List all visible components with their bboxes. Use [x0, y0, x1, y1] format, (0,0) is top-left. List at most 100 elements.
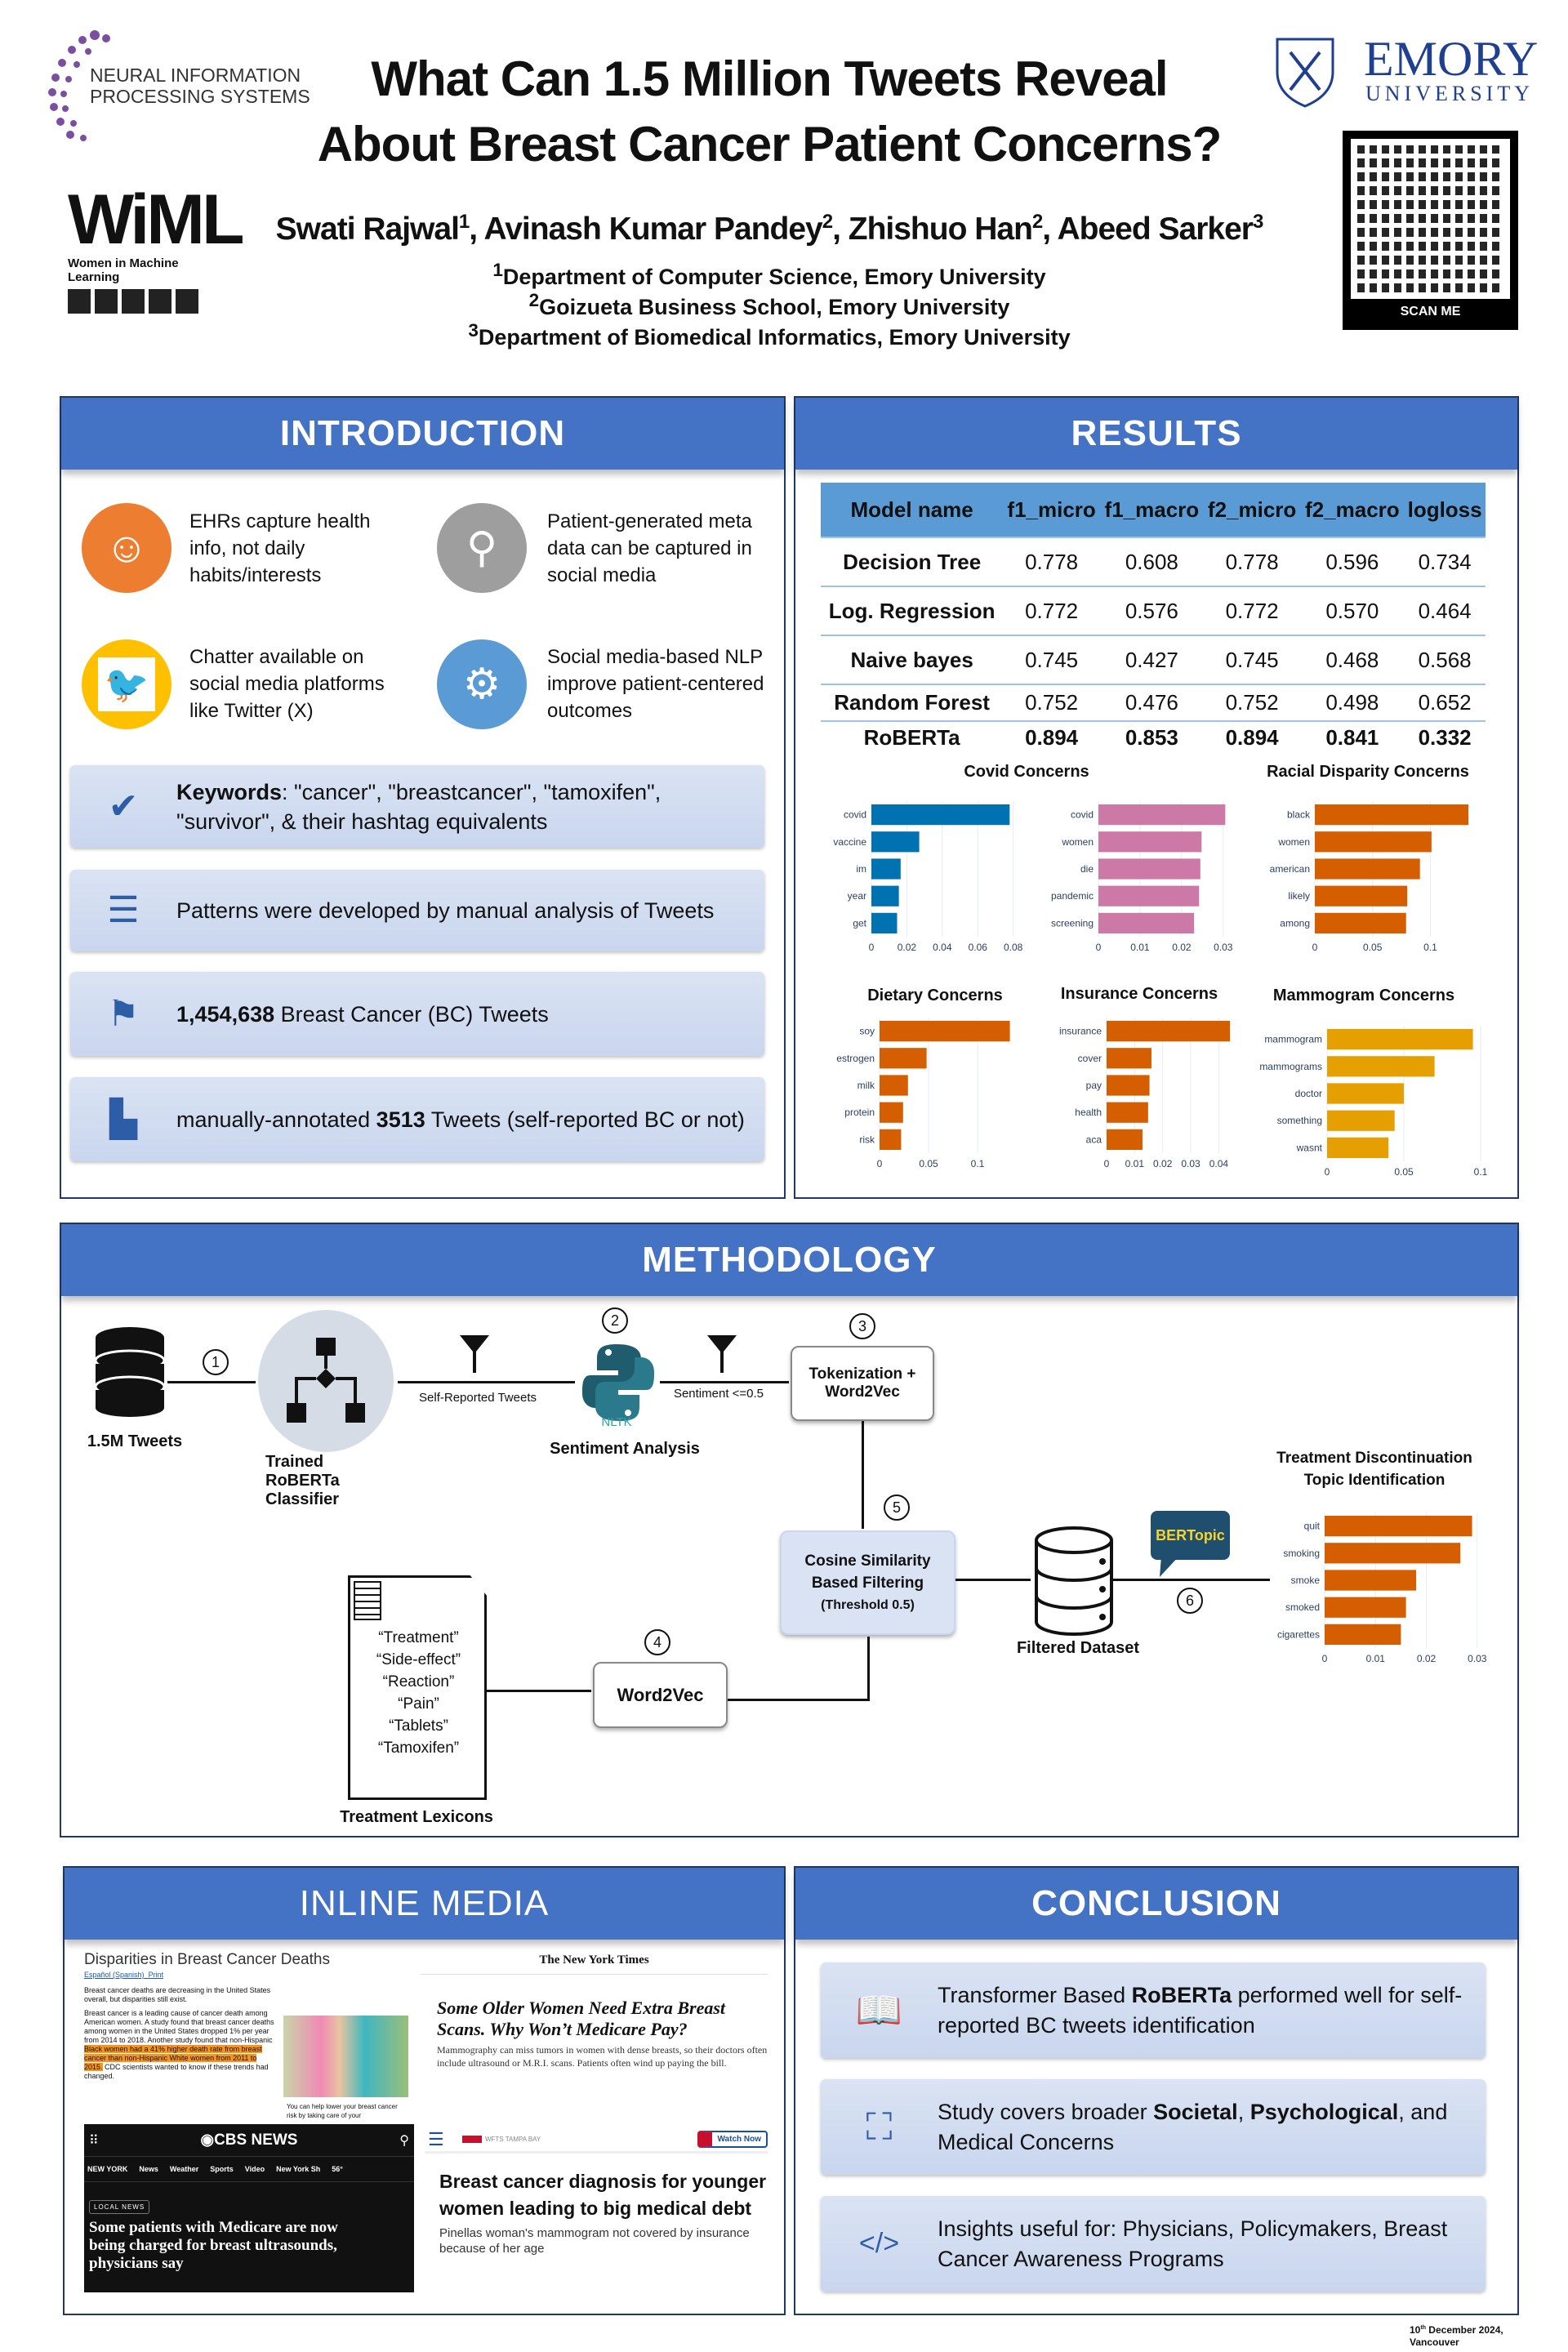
bar [1107, 1102, 1148, 1123]
table-cell: 0.498 [1300, 684, 1405, 721]
grid-menu-icon[interactable]: ⠿ [89, 2133, 99, 2148]
column-header: logloss [1404, 483, 1486, 537]
category-label: aca [1086, 1134, 1102, 1145]
tokenization-box: Tokenization + Word2Vec [791, 1346, 934, 1421]
authors: Swati Rajwal1, Avinash Kumar Pandey2, Zh… [275, 211, 1264, 247]
patterns-text: Patterns were developed by manual analys… [176, 898, 715, 923]
bar [871, 831, 920, 853]
conclusion-text: Transformer Based RoBERTa performed well… [938, 1980, 1486, 2041]
x-tick-label: 0.05 [1363, 942, 1383, 953]
bar [1315, 831, 1432, 853]
lexicon-term: “Side-effect” [376, 1651, 461, 1668]
checkmark-icon: ✔ [108, 786, 139, 826]
print-link[interactable]: Print [148, 1971, 164, 1979]
x-tick-label: 0.1 [971, 1158, 985, 1169]
lexicon-document: “Treatment”“Side-effect”“Reaction”“Pain”… [348, 1575, 487, 1800]
spanish-link[interactable]: Español (Spanish) [84, 1971, 145, 1979]
bar [871, 804, 1010, 826]
bold-text: Societal [1153, 2099, 1238, 2124]
aff-text: Department of Biomedical Informatics, Em… [478, 325, 1071, 350]
lexicons-label: Treatment Lexicons [340, 1808, 493, 1826]
step-1-badge: 1 [203, 1349, 229, 1375]
hamburger-menu-icon[interactable]: ☰ [428, 2128, 444, 2149]
cbs-nav-item[interactable]: 56° [332, 2165, 343, 2173]
cbs-nav-item[interactable]: Weather [169, 2165, 199, 2173]
nyt-summary: Mammography can miss tumors in women wit… [437, 2044, 768, 2069]
x-tick-label: 0.08 [1004, 942, 1023, 953]
category-label: vaccine [833, 836, 866, 848]
arrow-word2vec-cosine-v [867, 1637, 870, 1701]
table-cell: 0.778 [1203, 537, 1301, 586]
tweets-count-text: 1,454,638 Breast Cancer (BC) Tweets [176, 1000, 549, 1029]
x-tick-label: 0 [1322, 1653, 1328, 1664]
x-tick-label: 0 [869, 942, 875, 953]
flag-icon: ⚑ [107, 993, 140, 1034]
aff-sup: 1 [492, 260, 503, 280]
text: , [1237, 2099, 1250, 2124]
x-tick-label: 0.1 [1474, 1166, 1488, 1178]
x-tick-label: 0.03 [1181, 1158, 1200, 1169]
twitter-icon: 🐦 [82, 639, 172, 729]
cbs-nav-item[interactable]: NEW YORK [87, 2165, 128, 2173]
nyt-headline: Some Older Women Need Extra Breast Scans… [437, 1998, 726, 2039]
wiml-icons [68, 289, 223, 314]
x-tick-label: 0.01 [1125, 1158, 1145, 1169]
cbs-nav-item[interactable]: Video [244, 2165, 265, 2173]
bar [871, 858, 901, 880]
category-label: among [1280, 917, 1310, 929]
table-cell: Log. Regression [821, 586, 1004, 635]
search-icon[interactable]: ⚲ [399, 2133, 409, 2148]
bar [1327, 1110, 1395, 1131]
category-label: covid [844, 809, 866, 821]
watch-now-button[interactable]: Watch Now [697, 2131, 768, 2148]
category-label: something [1277, 1115, 1322, 1126]
affiliation-1: 1Department of Computer Science, Emory U… [361, 260, 1178, 290]
x-tick-label: 0.1 [1423, 942, 1437, 953]
table-cell: 0.568 [1404, 635, 1486, 684]
table-cell: RoBERTa [821, 720, 1004, 753]
x-tick-label: 0 [1096, 942, 1102, 953]
date-day: 10 [1410, 2324, 1421, 2336]
table-cell: Naive bayes [821, 635, 1004, 684]
cbs-nav-item[interactable]: News [139, 2165, 158, 2173]
aff-sup: 3 [468, 320, 479, 341]
category-label: milk [858, 1080, 875, 1091]
qr-code[interactable]: SCAN ME [1343, 131, 1518, 330]
category-label: women [1061, 836, 1094, 848]
category-label: likely [1288, 890, 1310, 902]
cbs-article[interactable]: ⠿ ◉CBS NEWS ⚲ NEW YORK News Weather Sports Vid… [84, 2124, 414, 2292]
cbs-brand: ◉CBS NEWS [200, 2132, 298, 2149]
category-label: women [1277, 836, 1310, 848]
annotated-count: 3513 [376, 1107, 425, 1132]
bar [1325, 1570, 1417, 1591]
author: Abeed Sarker [1057, 212, 1254, 247]
wiml-logo-text: WiML [68, 180, 244, 259]
cbs-nav-item[interactable]: Sports [210, 2165, 234, 2173]
bar [1325, 1515, 1472, 1537]
nyt-article[interactable]: The New York Times Some Older Women Need… [421, 1950, 768, 2122]
cbs-nav-item[interactable]: New York Sh [276, 2165, 321, 2173]
column-header: Model name [821, 483, 1004, 537]
treatment-topic-title: Treatment Discontinuation Topic Identifi… [1276, 1450, 1472, 1489]
category-label: protein [844, 1107, 875, 1118]
category-label: insurance [1059, 1026, 1102, 1037]
arrow-4 [487, 1690, 591, 1692]
category-label: im [856, 863, 866, 875]
text: performed well for self-reported BC twee… [938, 1982, 1463, 2038]
bar [1325, 1543, 1461, 1564]
category-label: cigarettes [1277, 1628, 1320, 1640]
bar [880, 1020, 1010, 1042]
cdc-article[interactable]: Disparities in Breast Cancer Deaths Espa… [84, 1950, 411, 2123]
bar [1315, 804, 1469, 826]
tweets-count-label: Breast Cancer (BC) Tweets [274, 1001, 549, 1027]
cdc-lead: Breast cancer deaths are decreasing in t… [84, 1986, 271, 2003]
intro-point: EHRs capture health info, not daily habi… [189, 510, 371, 586]
author-sup: 3 [1252, 211, 1263, 233]
threshold-label: (Threshold 0.5) [821, 1597, 915, 1612]
table-cell: Random Forest [821, 684, 1004, 721]
